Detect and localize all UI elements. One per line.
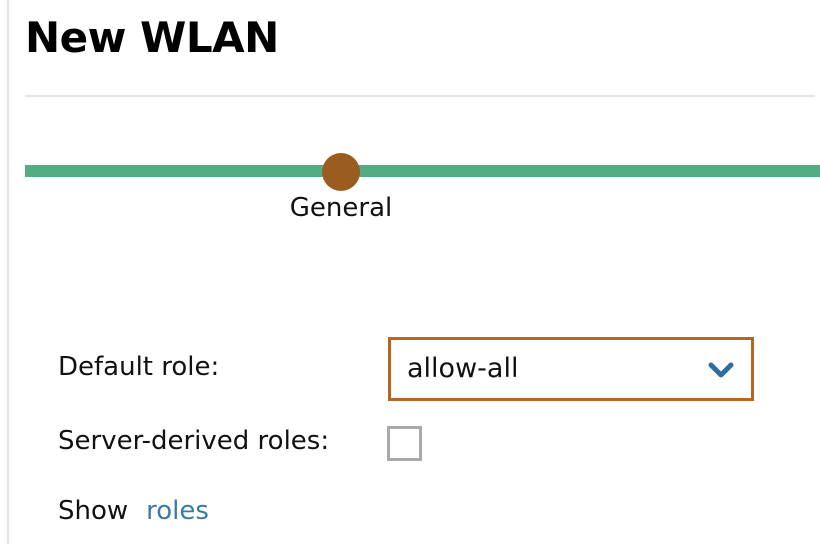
field-server-derived-roles: Server-derived roles: <box>0 404 820 478</box>
page-title: New WLAN <box>25 13 279 62</box>
default-role-label: Default role: <box>58 352 220 382</box>
wizard-stepper: General <box>0 140 820 230</box>
server-derived-roles-checkbox[interactable] <box>387 426 422 461</box>
stepper-track <box>25 165 820 177</box>
show-label: Show <box>58 496 129 526</box>
show-roles-line: Show roles <box>58 496 209 526</box>
default-role-select[interactable]: allow-all <box>388 337 754 401</box>
stepper-node-general[interactable] <box>322 153 360 191</box>
stepper-label-general: General <box>289 193 393 223</box>
wlan-general-form: Default role: allow-all Server-derived r… <box>0 330 820 544</box>
default-role-value: allow-all <box>407 353 519 384</box>
panel-left-rule <box>7 0 9 544</box>
roles-link[interactable]: roles <box>146 496 209 526</box>
chevron-down-icon <box>708 362 734 378</box>
field-default-role: Default role: allow-all <box>0 330 820 404</box>
field-show-roles: Show roles <box>0 474 820 548</box>
title-divider <box>25 95 815 97</box>
server-derived-roles-label: Server-derived roles: <box>58 426 330 456</box>
